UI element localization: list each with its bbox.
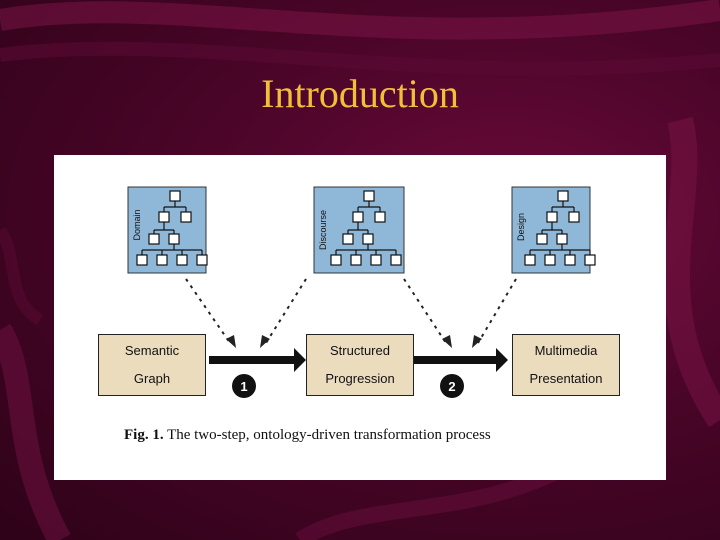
ontology-domain: Domain: [127, 186, 208, 274]
ontology-label: Design: [516, 213, 526, 241]
ontology-discourse: Discourse: [313, 186, 405, 274]
stage-multimedia-presentation: Multimedia Presentation: [512, 334, 620, 396]
figure-panel: Domain Discourse Design: [54, 155, 666, 480]
step-badge-2: 2: [440, 374, 464, 398]
step-arrow-2: [411, 348, 508, 372]
stage-structured-progression: Structured Progression: [306, 334, 414, 396]
link-arrowheads: [226, 335, 482, 348]
ontology-design: Design: [511, 186, 596, 274]
stage-semantic-graph: Semantic Graph: [98, 334, 206, 396]
figure-diagram: Domain Discourse Design: [127, 186, 596, 398]
caption-figure-number: Fig. 1.: [124, 427, 164, 443]
slide-title: Introduction: [261, 71, 459, 116]
figure-caption: Fig. 1. The two-step, ontology-driven tr…: [124, 427, 624, 444]
svg-text:1: 1: [240, 379, 247, 394]
stage-line-1: Semantic: [124, 343, 180, 358]
caption-text: The two-step, ontology-driven transforma…: [163, 427, 491, 443]
step-arrow-1: [209, 348, 306, 372]
ontology-label: Discourse: [318, 210, 328, 250]
stage-line-2: Presentation: [529, 371, 603, 386]
stage-line-2: Graph: [133, 371, 171, 386]
ontology-links: [185, 278, 517, 344]
stage-line-2: Progression: [325, 371, 395, 386]
svg-text:2: 2: [448, 379, 455, 394]
ontology-label: Domain: [132, 209, 142, 240]
stage-line-1: Multimedia: [534, 343, 598, 358]
step-badge-1: 1: [232, 374, 256, 398]
stage-line-1: Structured: [330, 343, 390, 358]
